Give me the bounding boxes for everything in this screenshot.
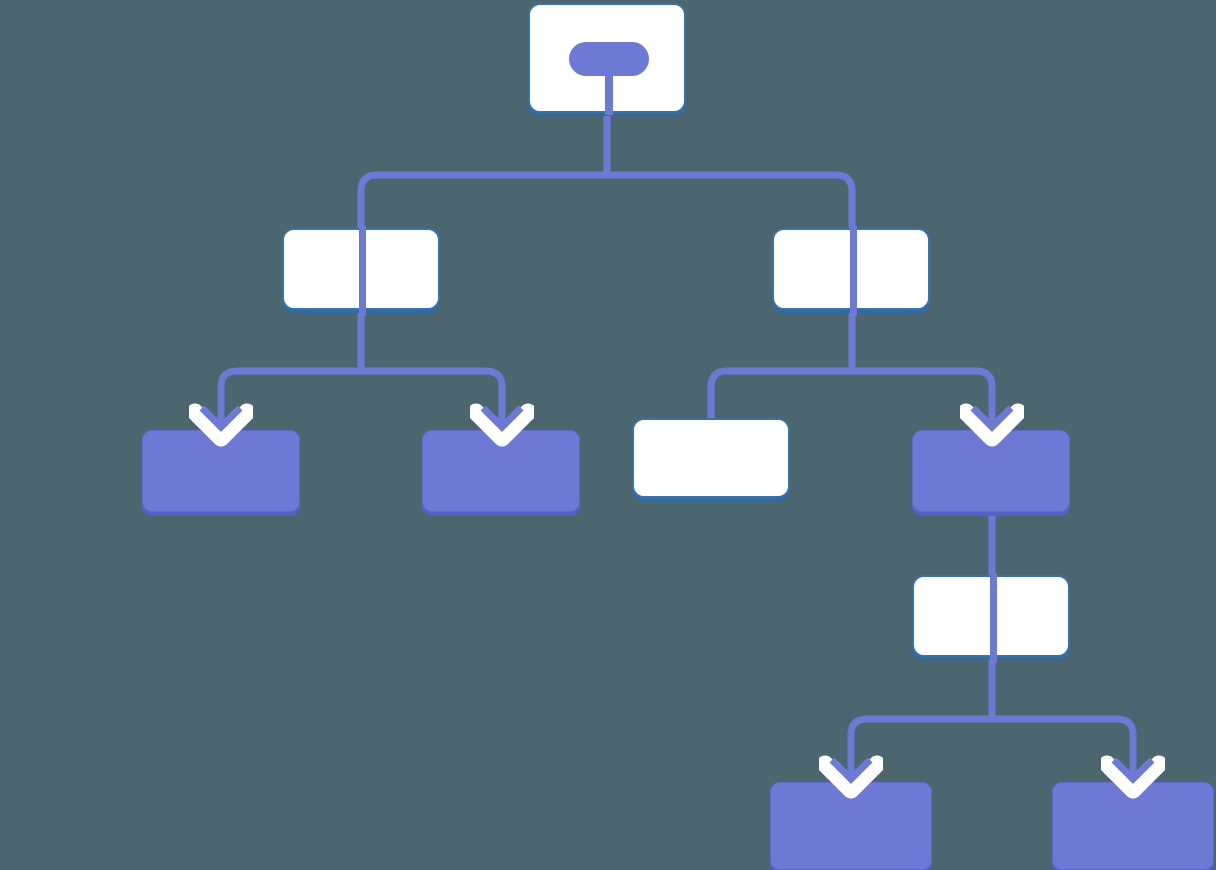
edge-root-to-l1-left xyxy=(357,171,607,232)
node-l1-left[interactable] xyxy=(282,226,440,316)
node-l4-b[interactable] xyxy=(1052,782,1214,870)
edge-l3-a-to-l4-a xyxy=(847,715,992,784)
edge-l1-left-to-l2-a xyxy=(217,367,361,432)
node-l2-a[interactable] xyxy=(142,430,300,512)
node-l3-a[interactable] xyxy=(912,573,1070,663)
l1-left-through-line xyxy=(359,226,366,316)
node-l4-a[interactable] xyxy=(770,782,932,870)
edge-l1-left-to-l2-b xyxy=(361,367,506,432)
edge-l1-right-to-l2-c xyxy=(707,367,852,420)
edge-l1-right-to-l2-d xyxy=(852,367,996,432)
node-l2-d[interactable] xyxy=(912,430,1070,512)
edge-l3-a-to-l4-b xyxy=(992,715,1137,784)
l3-a-through-line xyxy=(990,573,997,663)
edge-root-to-l1-right xyxy=(607,171,856,232)
node-l2-b[interactable] xyxy=(422,430,580,512)
node-l1-right[interactable] xyxy=(772,226,930,316)
root-pill-stem xyxy=(605,69,613,115)
l1-right-through-line xyxy=(850,226,857,316)
node-l2-c[interactable] xyxy=(632,418,790,498)
node-root[interactable] xyxy=(528,3,686,115)
